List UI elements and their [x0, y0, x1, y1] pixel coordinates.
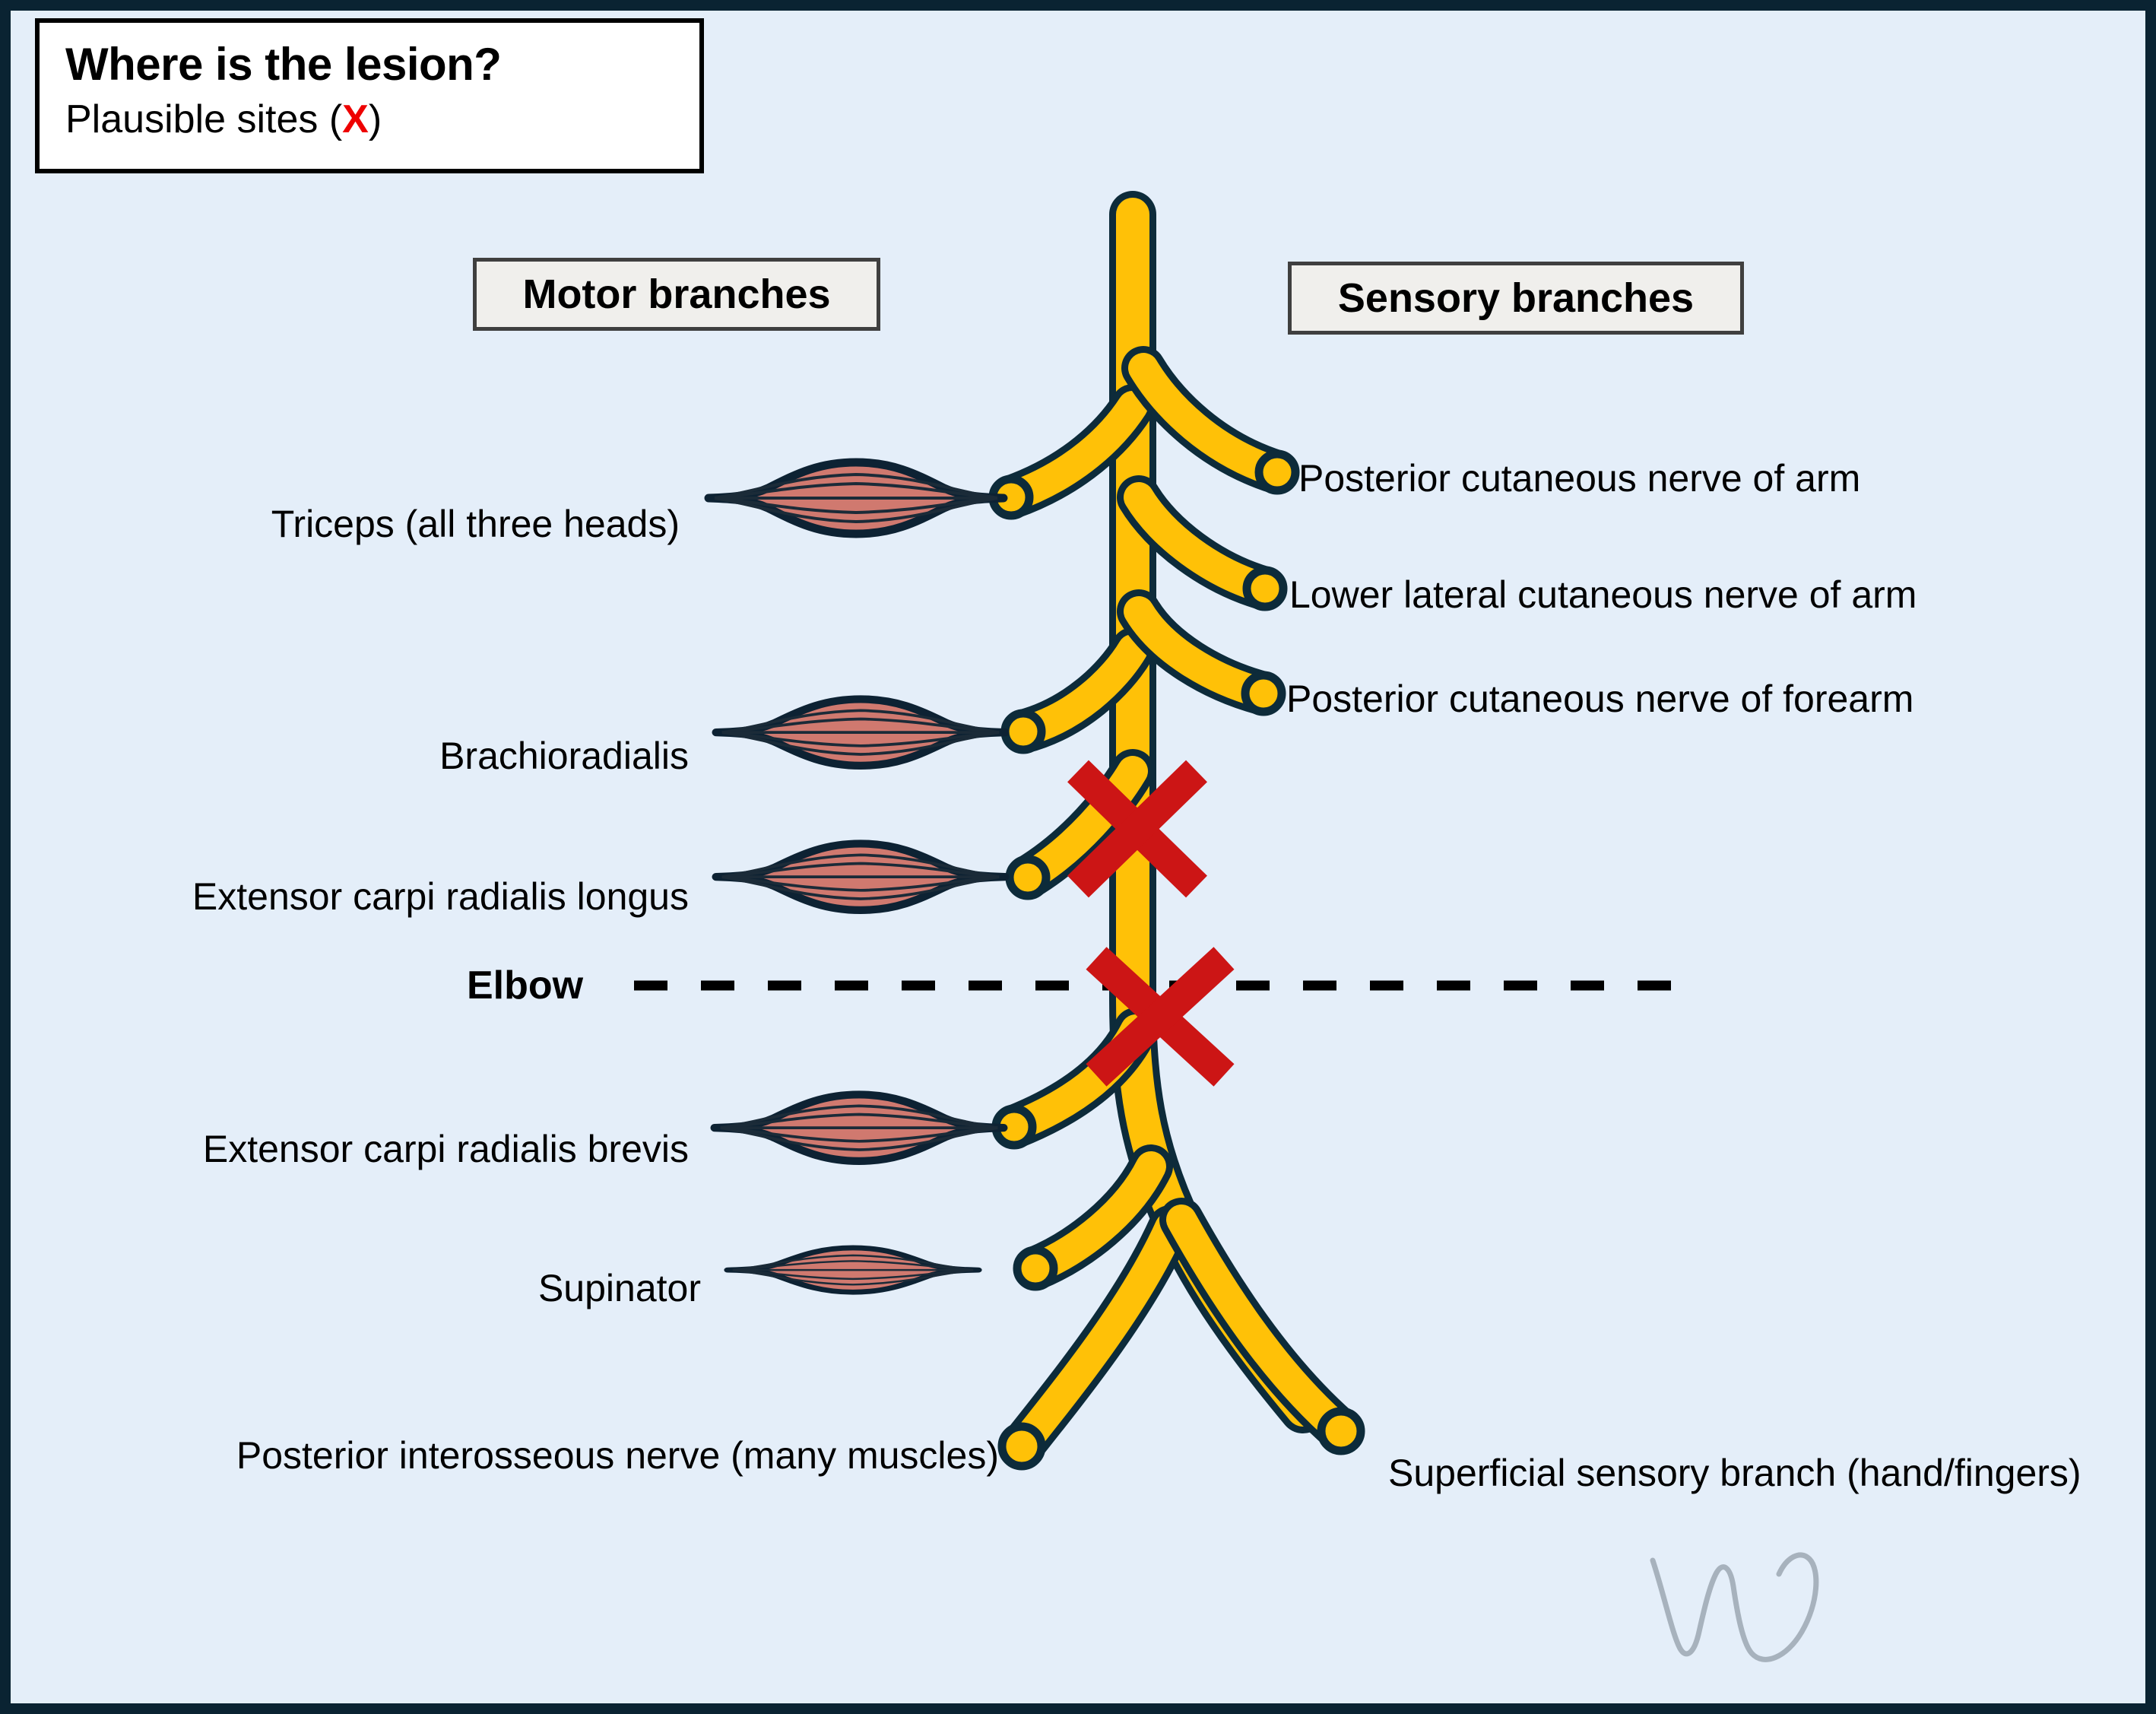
branch-superficial-sensory [1166, 1205, 1356, 1446]
subtitle-prefix: Plausible sites ( [65, 97, 343, 141]
subtitle-x-mark: X [342, 97, 369, 141]
nerve-tree-artwork [634, 191, 1700, 1471]
label-pin: Posterior interosseous nerve (many muscl… [236, 1434, 999, 1477]
motor-branches-header: Motor branches [473, 258, 880, 331]
elbow-label: Elbow [467, 963, 584, 1008]
diagram-inner-panel: Where is the lesion? Plausible sites (X)… [11, 11, 2145, 1703]
label-superficial-sensory-branch: Superficial sensory branch (hand/fingers… [1388, 1452, 2081, 1494]
label-brachioradialis: Brachioradialis [439, 735, 689, 777]
branch-pin [1007, 1212, 1185, 1462]
branch-lower-lat-cut-arm [1124, 482, 1280, 604]
lesion-x-upper [1067, 760, 1207, 898]
title-subtitle: Plausible sites (X) [65, 96, 678, 143]
muscle-brachioradialis [716, 699, 1005, 765]
nerve-end-caps [988, 449, 1365, 1471]
label-ecrl: Extensor carpi radialis longus [192, 875, 689, 918]
page-title: Where is the lesion? [65, 39, 502, 90]
muscle-ecrl [716, 843, 1005, 909]
label-ecrb: Extensor carpi radialis brevis [202, 1128, 689, 1170]
title-card: Where is the lesion? Plausible sites (X) [35, 18, 704, 173]
label-lower-lat-cut-nerve-arm: Lower lateral cutaneous nerve of arm [1289, 573, 1917, 616]
branch-post-cut-arm [1128, 353, 1292, 487]
label-supinator: Supinator [537, 1267, 701, 1309]
subtitle-suffix: ) [368, 97, 382, 141]
lesion-x-elbow [1086, 947, 1235, 1087]
label-post-cut-nerve-arm: Posterior cutaneous nerve of arm [1298, 457, 1861, 500]
branch-triceps [996, 391, 1148, 513]
label-post-cut-nerve-forearm: Posterior cutaneous nerve of forearm [1286, 678, 1914, 720]
label-triceps: Triceps (all three heads) [271, 503, 680, 545]
muscle-ecrb [715, 1094, 1003, 1160]
muscle-triceps [709, 462, 1003, 534]
muscle-supinator [728, 1248, 978, 1292]
sensory-branches-header: Sensory branches [1288, 262, 1744, 335]
